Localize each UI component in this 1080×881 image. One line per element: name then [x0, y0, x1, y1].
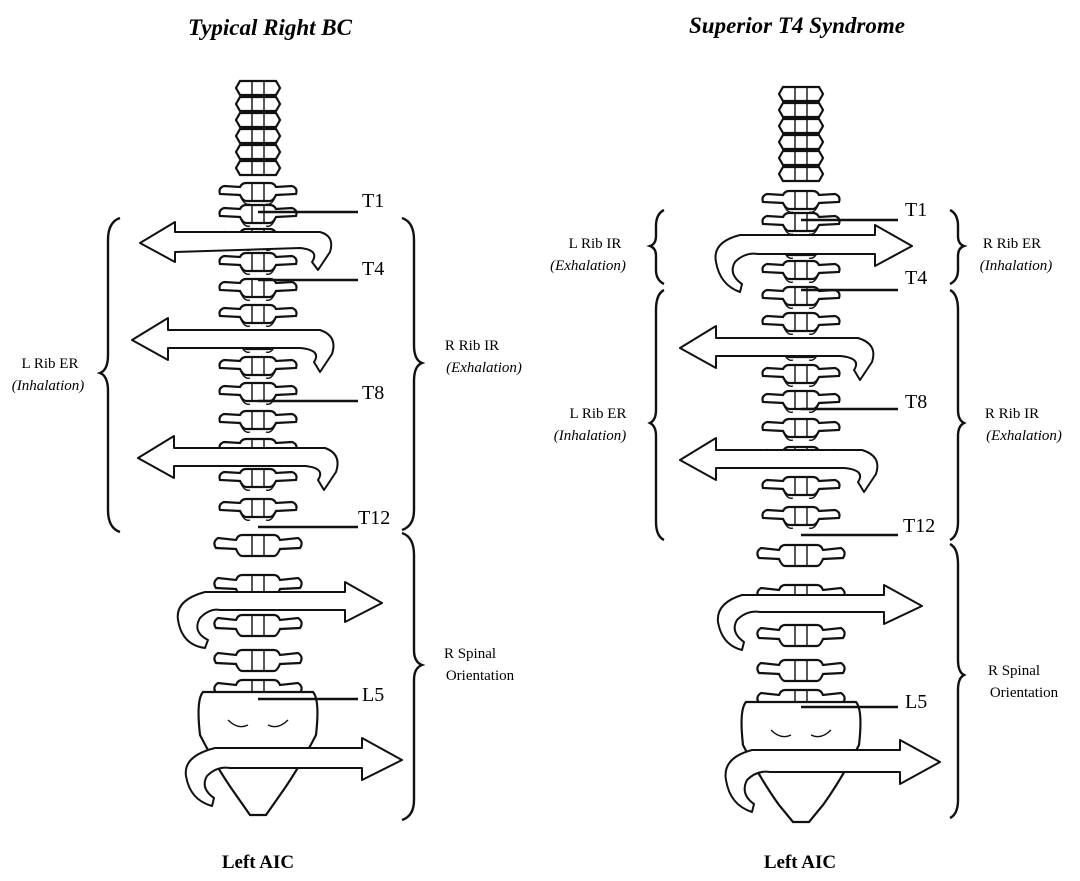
left-label-t12: T12 — [358, 507, 390, 529]
right-panel-left-lower-bracket — [647, 288, 665, 542]
right-r-rib-ir-label: R Rib IR — [985, 406, 1039, 422]
right-panel-right-mid-bracket — [949, 288, 967, 542]
right-vertebra-labels: T1 T4 T8 T12 L5 — [801, 199, 935, 713]
left-r-spinal-label: R Spinal — [444, 646, 496, 662]
right-r-rib-er-sub: (Inhalation) — [980, 258, 1053, 274]
right-panel-right-upper-bracket — [949, 208, 968, 286]
left-label-t8: T8 — [362, 382, 384, 404]
right-l-rib-er-sub: (Inhalation) — [554, 428, 627, 444]
right-rotation-arrows — [679, 224, 941, 813]
left-r-spinal-sub: Orientation — [446, 668, 515, 684]
left-l-rib-er-label: L Rib ER — [22, 356, 79, 372]
right-r-spinal-label: R Spinal — [988, 663, 1040, 679]
left-vertebra-labels: T1 T4 T8 T12 L5 — [258, 190, 390, 706]
left-panel-left-bracket — [96, 216, 121, 534]
right-r-spinal-sub: Orientation — [990, 685, 1059, 701]
left-panel-right-upper-bracket — [401, 216, 426, 532]
right-r-rib-ir-sub: (Exhalation) — [986, 428, 1062, 444]
right-label-t8: T8 — [905, 391, 927, 413]
left-panel-footer: Left AIC — [222, 852, 294, 873]
left-r-rib-ir-label: R Rib IR — [445, 338, 499, 354]
left-label-t1: T1 — [362, 190, 384, 212]
right-l-rib-ir-label: L Rib IR — [569, 236, 622, 252]
right-l-rib-ir-sub: (Exhalation) — [550, 258, 626, 274]
right-label-t1: T1 — [905, 199, 927, 221]
right-r-rib-er-label: R Rib ER — [983, 236, 1041, 252]
right-panel-right-lower-bracket — [949, 542, 967, 820]
right-panel-footer: Left AIC — [764, 852, 836, 873]
left-rotation-arrows — [131, 221, 403, 807]
right-l-rib-er-label: L Rib ER — [570, 406, 627, 422]
right-label-t4: T4 — [905, 267, 927, 289]
right-label-l5: L5 — [905, 691, 927, 713]
right-panel-title: Superior T4 Syndrome — [689, 13, 905, 38]
right-panel-left-upper-bracket — [646, 208, 665, 286]
left-r-rib-ir-sub: (Exhalation) — [446, 360, 522, 376]
left-label-t4: T4 — [362, 258, 384, 280]
left-label-l5: L5 — [362, 684, 384, 706]
left-l-rib-er-sub: (Inhalation) — [12, 378, 85, 394]
left-panel-right-lower-bracket — [401, 531, 426, 822]
right-label-t12: T12 — [903, 515, 935, 537]
left-panel-title: Typical Right BC — [188, 15, 353, 40]
